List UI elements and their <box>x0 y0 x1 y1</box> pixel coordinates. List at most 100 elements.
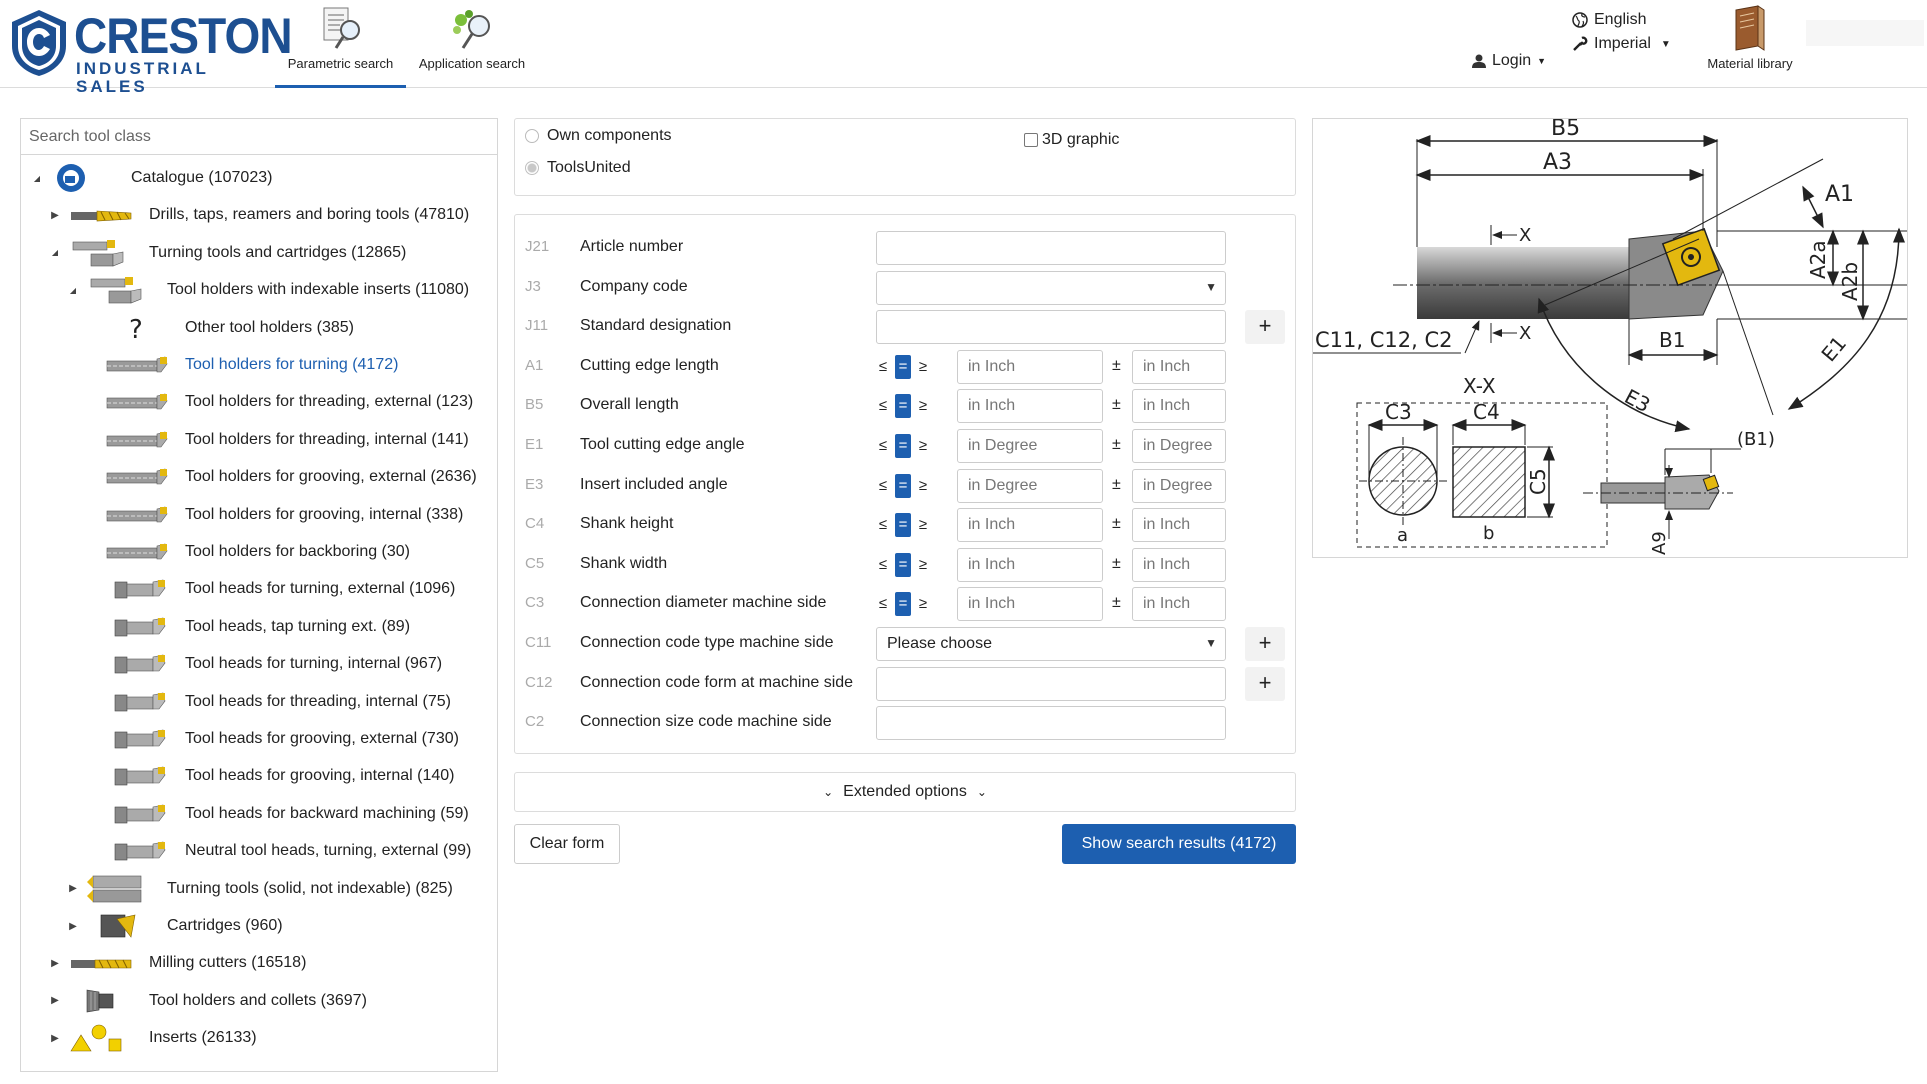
tree-item[interactable]: Tool holders for turning (4172) <box>21 350 497 380</box>
add-button[interactable]: + <box>1245 627 1285 661</box>
text-field[interactable] <box>876 666 1226 701</box>
tree-item[interactable]: ▶Milling cutters (16518) <box>21 948 497 978</box>
label-x-top: X <box>1519 225 1531 246</box>
radio-own-components[interactable]: Own components <box>525 127 672 145</box>
expand-arrow-icon[interactable]: ▶ <box>51 995 59 1007</box>
tree-item[interactable]: Tool heads for turning, internal (967) <box>21 649 497 679</box>
value-input[interactable]: in Inch <box>957 547 1103 582</box>
tree-item[interactable]: ◢Catalogue (107023) <box>21 163 497 193</box>
tree-item[interactable]: ?Other tool holders (385) <box>21 313 497 343</box>
less-equal-button[interactable]: ≤ <box>878 516 888 534</box>
tolerance-input[interactable]: in Degree <box>1132 429 1226 463</box>
less-equal-button[interactable]: ≤ <box>878 595 888 613</box>
tree-item[interactable]: Tool holders for grooving, external (263… <box>21 462 497 492</box>
greater-equal-button[interactable]: ≥ <box>918 357 928 375</box>
tree-item[interactable]: Tool heads for grooving, internal (140) <box>21 761 497 791</box>
value-input[interactable]: in Inch <box>957 349 1103 384</box>
equal-button[interactable]: = <box>895 592 911 617</box>
extended-options-toggle[interactable]: ⌄ Extended options ⌄ <box>514 772 1296 812</box>
tolerance-input[interactable]: in Inch <box>1132 508 1226 543</box>
tolerance-input[interactable]: in Degree <box>1132 468 1226 503</box>
equal-button[interactable]: = <box>895 513 911 538</box>
tree-item[interactable]: Tool holders for threading, external (12… <box>21 387 497 417</box>
text-field[interactable] <box>876 231 1226 265</box>
less-equal-button[interactable]: ≤ <box>878 397 888 415</box>
tab-parametric-search[interactable]: Parametric search <box>275 0 406 88</box>
select-field[interactable]: ▼ <box>876 270 1226 305</box>
expand-arrow-icon[interactable]: ▶ <box>51 209 59 221</box>
collapse-arrow-icon[interactable]: ◢ <box>33 173 41 183</box>
checkbox-3d-graphic[interactable]: 3D graphic <box>1024 131 1119 149</box>
equal-button[interactable]: = <box>895 354 911 379</box>
less-equal-button[interactable]: ≤ <box>878 437 888 454</box>
material-library-button[interactable]: Material library <box>1702 0 1798 88</box>
units-selector[interactable]: Imperial ▼ <box>1572 32 1671 56</box>
less-equal-button[interactable]: ≤ <box>878 476 888 494</box>
radio-button[interactable] <box>525 129 539 143</box>
tree-item[interactable]: ◢Turning tools and cartridges (12865) <box>21 238 497 268</box>
solid-turning-tool-icon <box>87 874 151 904</box>
radio-toolsunited[interactable]: ToolsUnited <box>525 159 631 177</box>
expand-arrow-icon[interactable]: ▶ <box>51 957 59 969</box>
tree-item[interactable]: ▶Tool holders and collets (3697) <box>21 986 497 1016</box>
value-input[interactable]: in Degree <box>957 468 1103 503</box>
tool-head-icon <box>105 799 169 829</box>
greater-equal-button[interactable]: ≥ <box>918 595 928 613</box>
value-input[interactable]: in Inch <box>957 389 1103 424</box>
tolerance-input[interactable]: in Inch <box>1132 389 1226 424</box>
greater-equal-button[interactable]: ≥ <box>918 476 928 494</box>
radio-button[interactable] <box>525 161 539 175</box>
tolerance-input[interactable]: in Inch <box>1132 547 1226 582</box>
equal-button[interactable]: = <box>895 434 911 458</box>
tolerance-input[interactable]: in Inch <box>1132 587 1226 622</box>
tree-item[interactable]: Tool heads for backward machining (59) <box>21 799 497 829</box>
tree-item[interactable]: Tool heads for turning, external (1096) <box>21 574 497 604</box>
tree-item-label: Tool holders for backboring (30) <box>185 543 411 560</box>
login-button[interactable]: Login ▼ <box>1472 52 1546 70</box>
collapse-arrow-icon[interactable]: ◢ <box>51 248 59 258</box>
tree-item[interactable]: ▶Turning tools (solid, not indexable) (8… <box>21 874 497 904</box>
tolerance-input[interactable]: in Inch <box>1132 349 1226 384</box>
tool-head-icon <box>105 574 169 604</box>
tree-item[interactable]: ◢Tool holders with indexable inserts (11… <box>21 275 497 305</box>
collapse-arrow-icon[interactable]: ◢ <box>69 285 77 295</box>
add-button[interactable]: + <box>1245 310 1285 345</box>
equal-button[interactable]: = <box>895 552 911 577</box>
show-search-results-button[interactable]: Show search results (4172) <box>1062 824 1296 864</box>
text-field[interactable] <box>876 706 1226 741</box>
tab-application-search[interactable]: Application search <box>412 0 532 88</box>
tree-item[interactable]: Neutral tool heads, turning, external (9… <box>21 836 497 866</box>
tree-item[interactable]: Tool heads for threading, internal (75) <box>21 687 497 717</box>
tree-item[interactable]: Tool holders for threading, internal (14… <box>21 425 497 455</box>
tree-item[interactable]: ▶Drills, taps, reamers and boring tools … <box>21 200 497 230</box>
less-equal-button[interactable]: ≤ <box>878 555 888 573</box>
select-field[interactable]: Please choose ▼ <box>876 627 1226 661</box>
expand-arrow-icon[interactable]: ▶ <box>51 1032 59 1044</box>
tree-item[interactable]: Tool heads for grooving, external (730) <box>21 724 497 754</box>
expand-arrow-icon[interactable]: ▶ <box>69 920 77 932</box>
equal-button[interactable]: = <box>895 394 911 419</box>
expand-arrow-icon[interactable]: ▶ <box>69 883 77 895</box>
tree-search-input[interactable] <box>29 128 489 146</box>
value-input[interactable]: in Degree <box>957 429 1103 463</box>
greater-equal-button[interactable]: ≥ <box>918 397 928 415</box>
add-button[interactable]: + <box>1245 666 1285 701</box>
checkbox[interactable] <box>1024 133 1038 147</box>
greater-equal-button[interactable]: ≥ <box>918 437 928 454</box>
tree-item[interactable]: ▶Cartridges (960) <box>21 911 497 941</box>
greater-equal-button[interactable]: ≥ <box>918 516 928 534</box>
value-input[interactable]: in Inch <box>957 587 1103 622</box>
language-selector[interactable]: English <box>1572 8 1671 32</box>
less-equal-button[interactable]: ≤ <box>878 357 888 375</box>
tree-item[interactable]: ▶Inserts (26133) <box>21 1023 497 1053</box>
clear-form-button[interactable]: Clear form <box>514 824 620 864</box>
greater-equal-button[interactable]: ≥ <box>918 555 928 573</box>
tree-item[interactable]: Tool holders for backboring (30) <box>21 537 497 567</box>
text-field[interactable] <box>876 310 1226 345</box>
value-input[interactable]: in Inch <box>957 508 1103 543</box>
tree-item[interactable]: Tool heads, tap turning ext. (89) <box>21 612 497 642</box>
creston-logo[interactable]: CRESTON INDUSTRIAL SALES <box>8 8 293 96</box>
tree-item[interactable]: Tool holders for grooving, internal (338… <box>21 500 497 530</box>
logo-sub-text: INDUSTRIAL SALES <box>76 59 209 96</box>
equal-button[interactable]: = <box>895 473 911 498</box>
